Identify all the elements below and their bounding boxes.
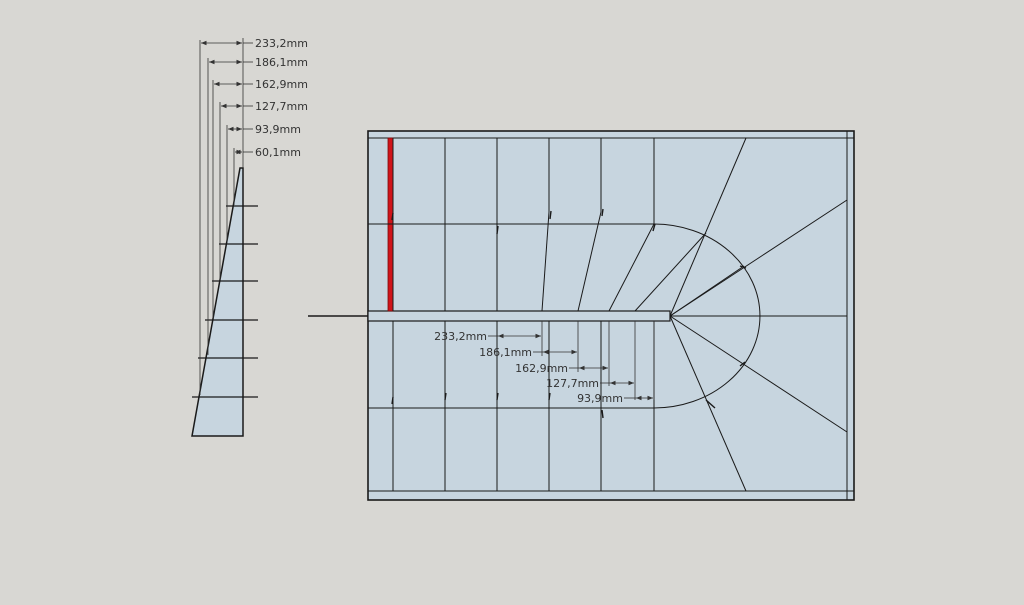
walking-line (368, 223, 761, 409)
plan-dim-label: 127,7mm (546, 377, 599, 390)
side-dim-label: 93,9mm (255, 123, 301, 136)
plan-dim-label: 162,9mm (515, 362, 568, 375)
plan-view: 233,2mm 186,1mm 162,9mm 127,7mm 93,9mm (367, 130, 855, 501)
plan-dim-label: 93,9mm (577, 392, 623, 405)
plan-dim-label: 233,2mm (434, 330, 487, 343)
side-dim-label: 233,2mm (255, 37, 308, 50)
upper-treads (392, 138, 655, 312)
walking-line-ticks (391, 208, 747, 419)
side-dim-label: 162,9mm (255, 78, 308, 91)
side-dim-label: 60,1mm (255, 146, 301, 159)
center-stringer (367, 310, 671, 322)
step-marks (192, 205, 258, 398)
plan-dim-label: 186,1mm (479, 346, 532, 359)
winder-treads (634, 137, 848, 492)
side-view: 233,2mm 186,1mm 162,9mm 127,7mm 93,9mm 6… (191, 37, 308, 437)
side-dim-label: 186,1mm (255, 56, 308, 69)
side-dim-label: 127,7mm (255, 100, 308, 113)
